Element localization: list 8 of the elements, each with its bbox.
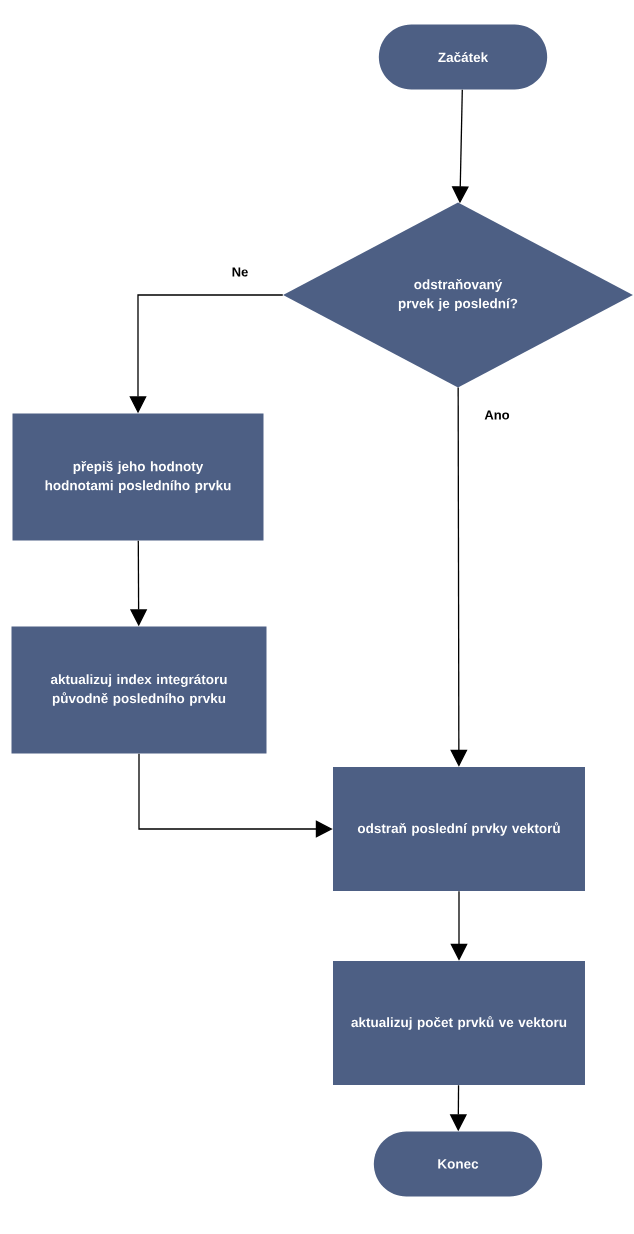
edge-label: Ne [230, 266, 250, 278]
process-box: aktualizuj počet prvků ve vektoru [333, 961, 585, 1085]
process-box: přepiš jeho hodnoty hodnotami posledního prvku [12, 413, 264, 541]
terminal-pill: Začátek [378, 24, 548, 90]
terminal-pill: Konec [373, 1131, 543, 1197]
process-box: odstraň poslední prvky vektorů [333, 767, 585, 891]
process-box: aktualizuj index integrátoru původně posledního prvku [11, 626, 267, 754]
edge-label: Ano [483, 409, 511, 421]
